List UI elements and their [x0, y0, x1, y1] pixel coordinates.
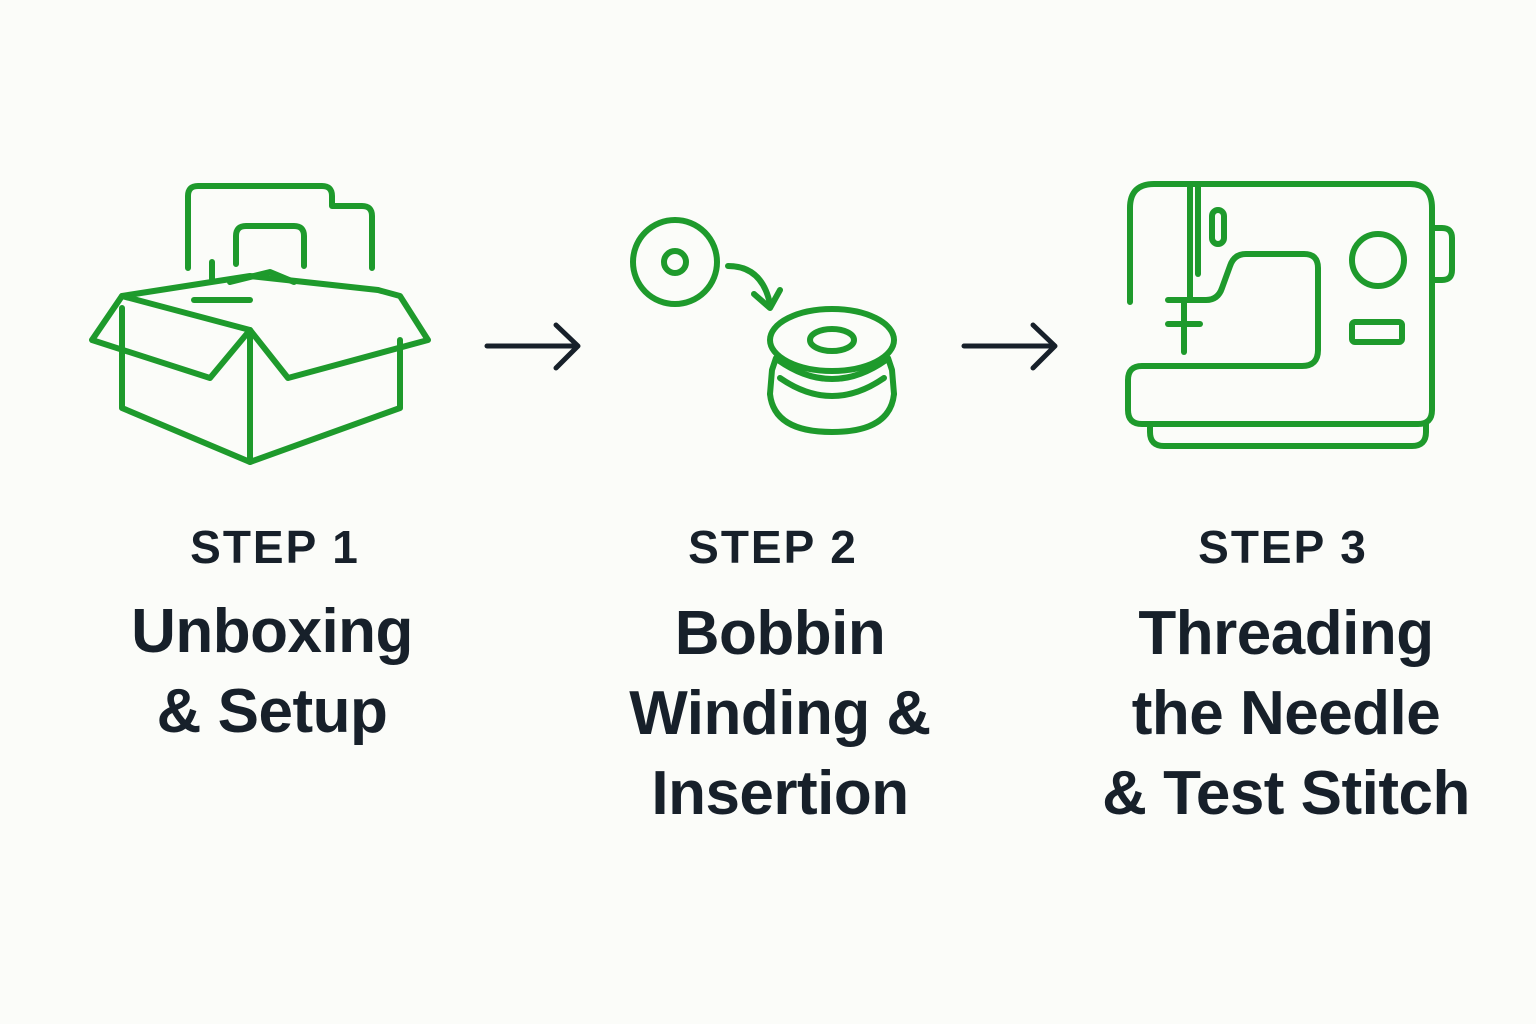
step-3-title-line: the Needle	[1131, 679, 1441, 748]
step-3-title: Threading the Needle & Test Stitch	[1056, 594, 1516, 834]
step-2-title-line: Insertion	[651, 759, 909, 828]
step-2-title-line: Winding &	[629, 679, 931, 748]
step-2-title-line: Bobbin	[674, 599, 886, 668]
step-3-title-line: & Test Stitch	[1102, 759, 1470, 828]
step-1-label: STEP 1	[190, 521, 360, 573]
step-3-title-line: Threading	[1138, 599, 1434, 668]
step-1-title-line: Unboxing	[131, 597, 413, 666]
sewing-machine-icon	[1125, 181, 1455, 449]
right-arrow-icon	[961, 322, 1058, 371]
right-arrow-icon	[484, 322, 581, 371]
step-1-title-line: & Setup	[156, 677, 388, 746]
step-3-label: STEP 3	[1198, 521, 1368, 573]
open-box-icon	[89, 183, 431, 465]
bobbin-winding-icon	[630, 217, 897, 435]
step-2-title: Bobbin Winding & Insertion	[550, 594, 1010, 834]
step-1-title: Unboxing & Setup	[42, 592, 502, 752]
step-2-label: STEP 2	[688, 521, 858, 573]
